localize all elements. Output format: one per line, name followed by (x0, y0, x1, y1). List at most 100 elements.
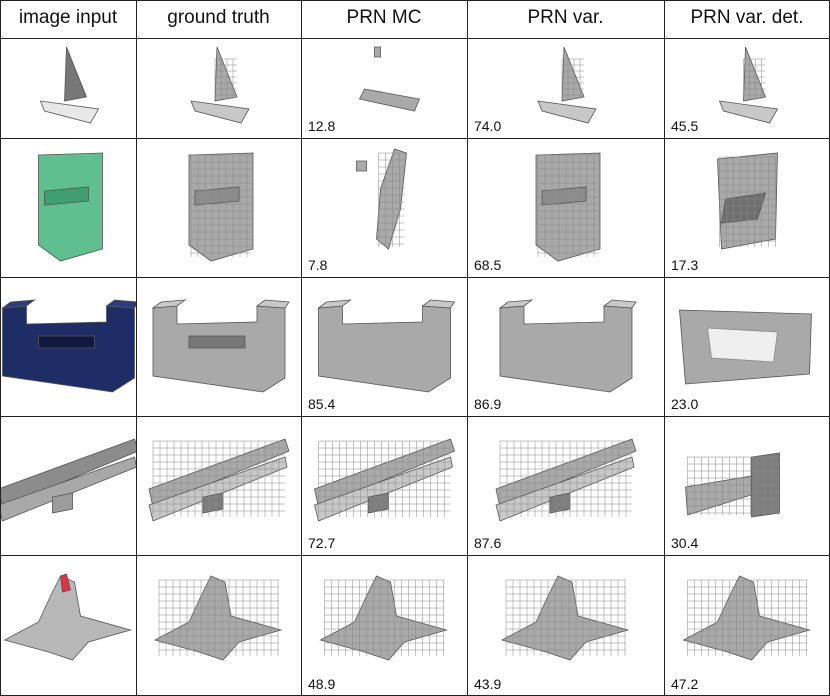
grid-horizontal-line (0, 138, 830, 139)
cell-airplane-image-input (1, 556, 136, 696)
shape-face (152, 305, 286, 393)
grid-horizontal-line (0, 555, 830, 556)
iou-score: 74.0 (474, 118, 502, 134)
cell-cabinet-prn-var-det-: 23.0 (665, 278, 830, 416)
iou-score: 87.6 (474, 535, 502, 551)
cell-sailboat-ground-truth (137, 39, 301, 138)
cell-sailboat-prn-mc: 12.8 (302, 39, 467, 138)
shape-face (153, 575, 283, 661)
shape-face (194, 186, 240, 206)
sailboat-voxel-shape (537, 46, 597, 124)
bench-voxel-shape (685, 452, 780, 518)
iou-score: 30.4 (671, 535, 699, 551)
cell-chair-image-input (1, 139, 136, 277)
iou-score: 43.9 (474, 676, 502, 692)
column-header-prn-var-det: PRN var. det. (690, 7, 804, 28)
cabinet-voxel-shape (679, 309, 812, 385)
shape-face (358, 88, 421, 112)
grid-vertical-line (301, 0, 302, 696)
iou-score: 86.9 (474, 396, 502, 412)
shape-face (743, 46, 767, 102)
iou-score: 68.5 (474, 257, 502, 273)
shape-face (602, 299, 637, 309)
grid-vertical-line (136, 0, 137, 696)
cell-chair-ground-truth (137, 139, 301, 277)
shape-face (255, 299, 290, 309)
airplane-voxel-shape (153, 575, 283, 661)
shape-face (368, 492, 389, 514)
cabinet-voxel-shape (317, 299, 456, 393)
shape-face (38, 335, 95, 349)
grid-horizontal-line (0, 0, 830, 1)
shape-face (2, 305, 135, 393)
cell-airplane-prn-var-: 43.9 (468, 556, 664, 696)
cell-cabinet-image-input (1, 278, 136, 416)
shape-face (1, 299, 36, 309)
iou-score: 45.5 (671, 118, 699, 134)
grid-vertical-line (467, 0, 468, 696)
shape-face (52, 492, 73, 514)
grid-horizontal-line (0, 416, 830, 417)
shape-face (495, 456, 635, 522)
shape-face (1, 456, 136, 522)
shape-face (499, 305, 633, 393)
column-header-ground-truth: ground truth (167, 7, 270, 28)
chair-input-image (38, 152, 103, 262)
cell-bench-prn-mc: 72.7 (302, 417, 467, 555)
bench-input-image (1, 438, 136, 522)
shape-face (374, 46, 381, 58)
shape-face (1, 438, 136, 508)
shape-face (682, 575, 811, 661)
shape-face (214, 46, 238, 102)
shape-face (541, 186, 587, 206)
cabinet-voxel-shape (151, 299, 290, 393)
shape-face (64, 46, 88, 102)
shape-face (549, 492, 571, 514)
chair-voxel-shape (188, 152, 254, 262)
cell-sailboat-image-input (1, 39, 136, 138)
shape-face (60, 573, 71, 593)
cell-bench-prn-var-: 87.6 (468, 417, 664, 555)
cell-bench-image-input (1, 417, 136, 555)
shape-face (376, 148, 407, 250)
cabinet-input-image (1, 299, 136, 393)
shape-face (148, 456, 288, 522)
sailboat-voxel-shape (190, 46, 250, 124)
shape-face (3, 575, 132, 661)
iou-score: 48.9 (308, 676, 336, 692)
cell-sailboat-prn-var-det-: 45.5 (665, 39, 830, 138)
grid-vertical-line (664, 0, 665, 696)
iou-score: 72.7 (308, 535, 336, 551)
shape-face (314, 456, 453, 522)
column-header-prn-mc: PRN MC (346, 7, 422, 28)
shape-face (44, 186, 89, 206)
iou-score: 7.8 (308, 257, 328, 273)
bench-voxel-shape (495, 438, 637, 522)
iou-score: 85.4 (308, 396, 336, 412)
shape-face (317, 299, 352, 309)
shape-face (537, 100, 597, 124)
chair-voxel-shape (356, 148, 407, 250)
column-header-image-input: image input (18, 7, 118, 28)
shape-face (498, 299, 534, 309)
shape-face (318, 305, 451, 393)
shape-face (707, 327, 778, 363)
iou-score: 47.2 (671, 676, 699, 692)
cell-chair-prn-var-: 68.5 (468, 139, 664, 277)
cell-airplane-ground-truth (137, 556, 301, 696)
shape-face (319, 575, 448, 661)
bench-voxel-shape (314, 438, 455, 522)
cabinet-voxel-shape (498, 299, 637, 393)
sailboat-voxel-shape (358, 46, 421, 112)
cell-airplane-prn-var-det-: 47.2 (665, 556, 830, 696)
shape-face (39, 100, 100, 124)
shape-face (38, 152, 103, 262)
grid-vertical-line (0, 0, 1, 696)
chair-voxel-shape (535, 152, 601, 262)
cell-airplane-prn-mc: 48.9 (302, 556, 467, 696)
shape-face (105, 299, 136, 309)
shape-face (685, 474, 758, 516)
shape-face (718, 100, 779, 124)
cell-cabinet-prn-mc: 85.4 (302, 278, 467, 416)
shape-face (421, 299, 456, 309)
